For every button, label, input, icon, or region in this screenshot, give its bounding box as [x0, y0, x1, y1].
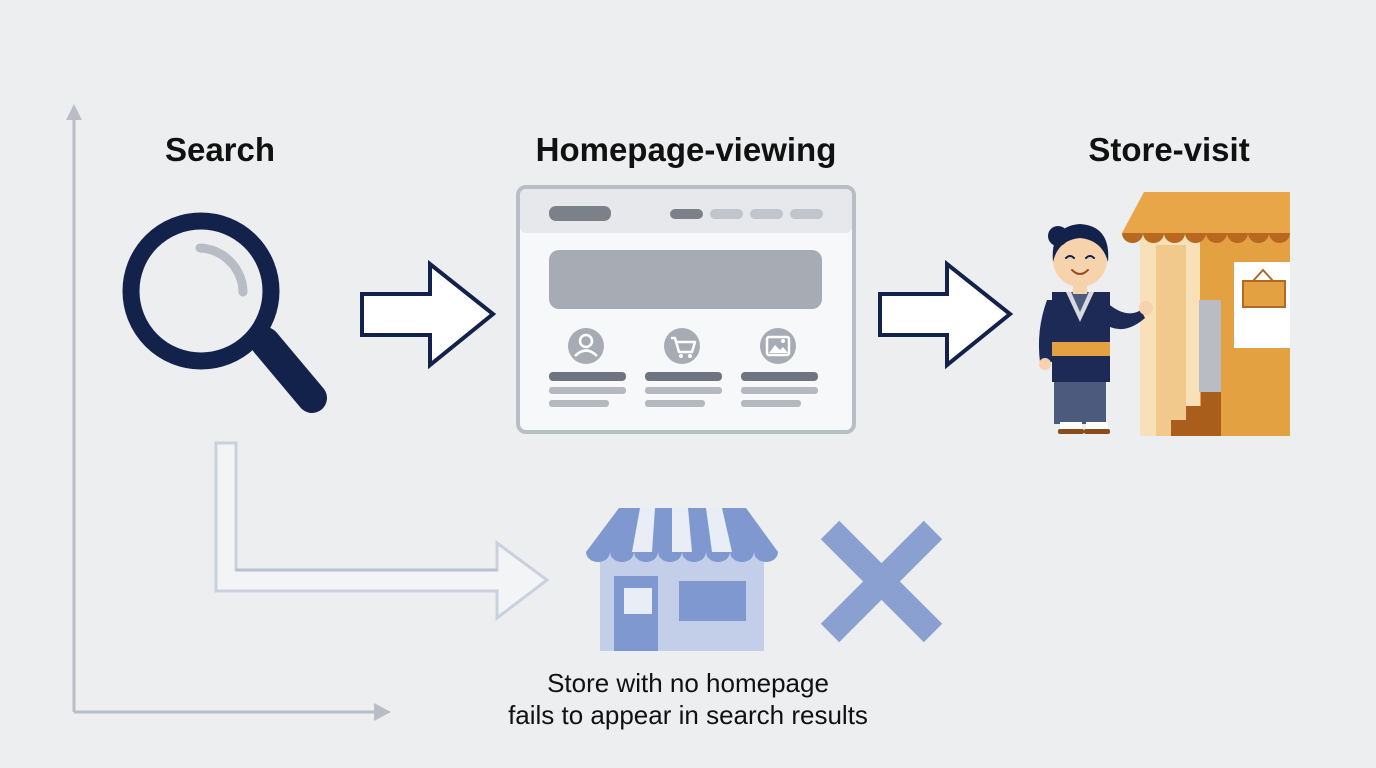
store-icon: [586, 508, 778, 651]
user-icon: [568, 328, 604, 364]
store-front-icon: [1122, 192, 1290, 436]
caption-line-1: Store with no homepage: [547, 668, 829, 698]
person-sash: [1052, 342, 1110, 356]
failure-path-arrow: [214, 441, 550, 622]
flow-arrow-2: [878, 259, 1014, 370]
store-window: [679, 581, 746, 621]
horizontal-axis-arrowhead: [374, 703, 391, 721]
stage-label-search: Search: [165, 131, 275, 168]
store-awning: [1122, 192, 1290, 233]
cart-icon: [664, 328, 700, 364]
flow-arrow-1: [360, 259, 497, 370]
stage-label-store-visit: Store-visit: [1088, 131, 1249, 168]
stage-label-homepage: Homepage-viewing: [536, 131, 837, 168]
page-logo-bar: [549, 206, 611, 221]
axes: [66, 104, 391, 721]
magnifier-icon: [122, 212, 327, 413]
page-hero-banner: [549, 250, 822, 309]
store-sign-icon: [1242, 280, 1286, 308]
x-mark-icon: [820, 520, 943, 643]
vertical-axis-arrowhead: [66, 104, 82, 120]
store-steps: [1171, 392, 1221, 436]
image-icon: [760, 328, 796, 364]
webpage-icon: [516, 185, 856, 434]
content-lines: [549, 372, 818, 407]
person-icon: [1038, 224, 1153, 434]
caption-line-2: fails to appear in search results: [508, 700, 868, 730]
person-hair-bun: [1048, 226, 1068, 246]
